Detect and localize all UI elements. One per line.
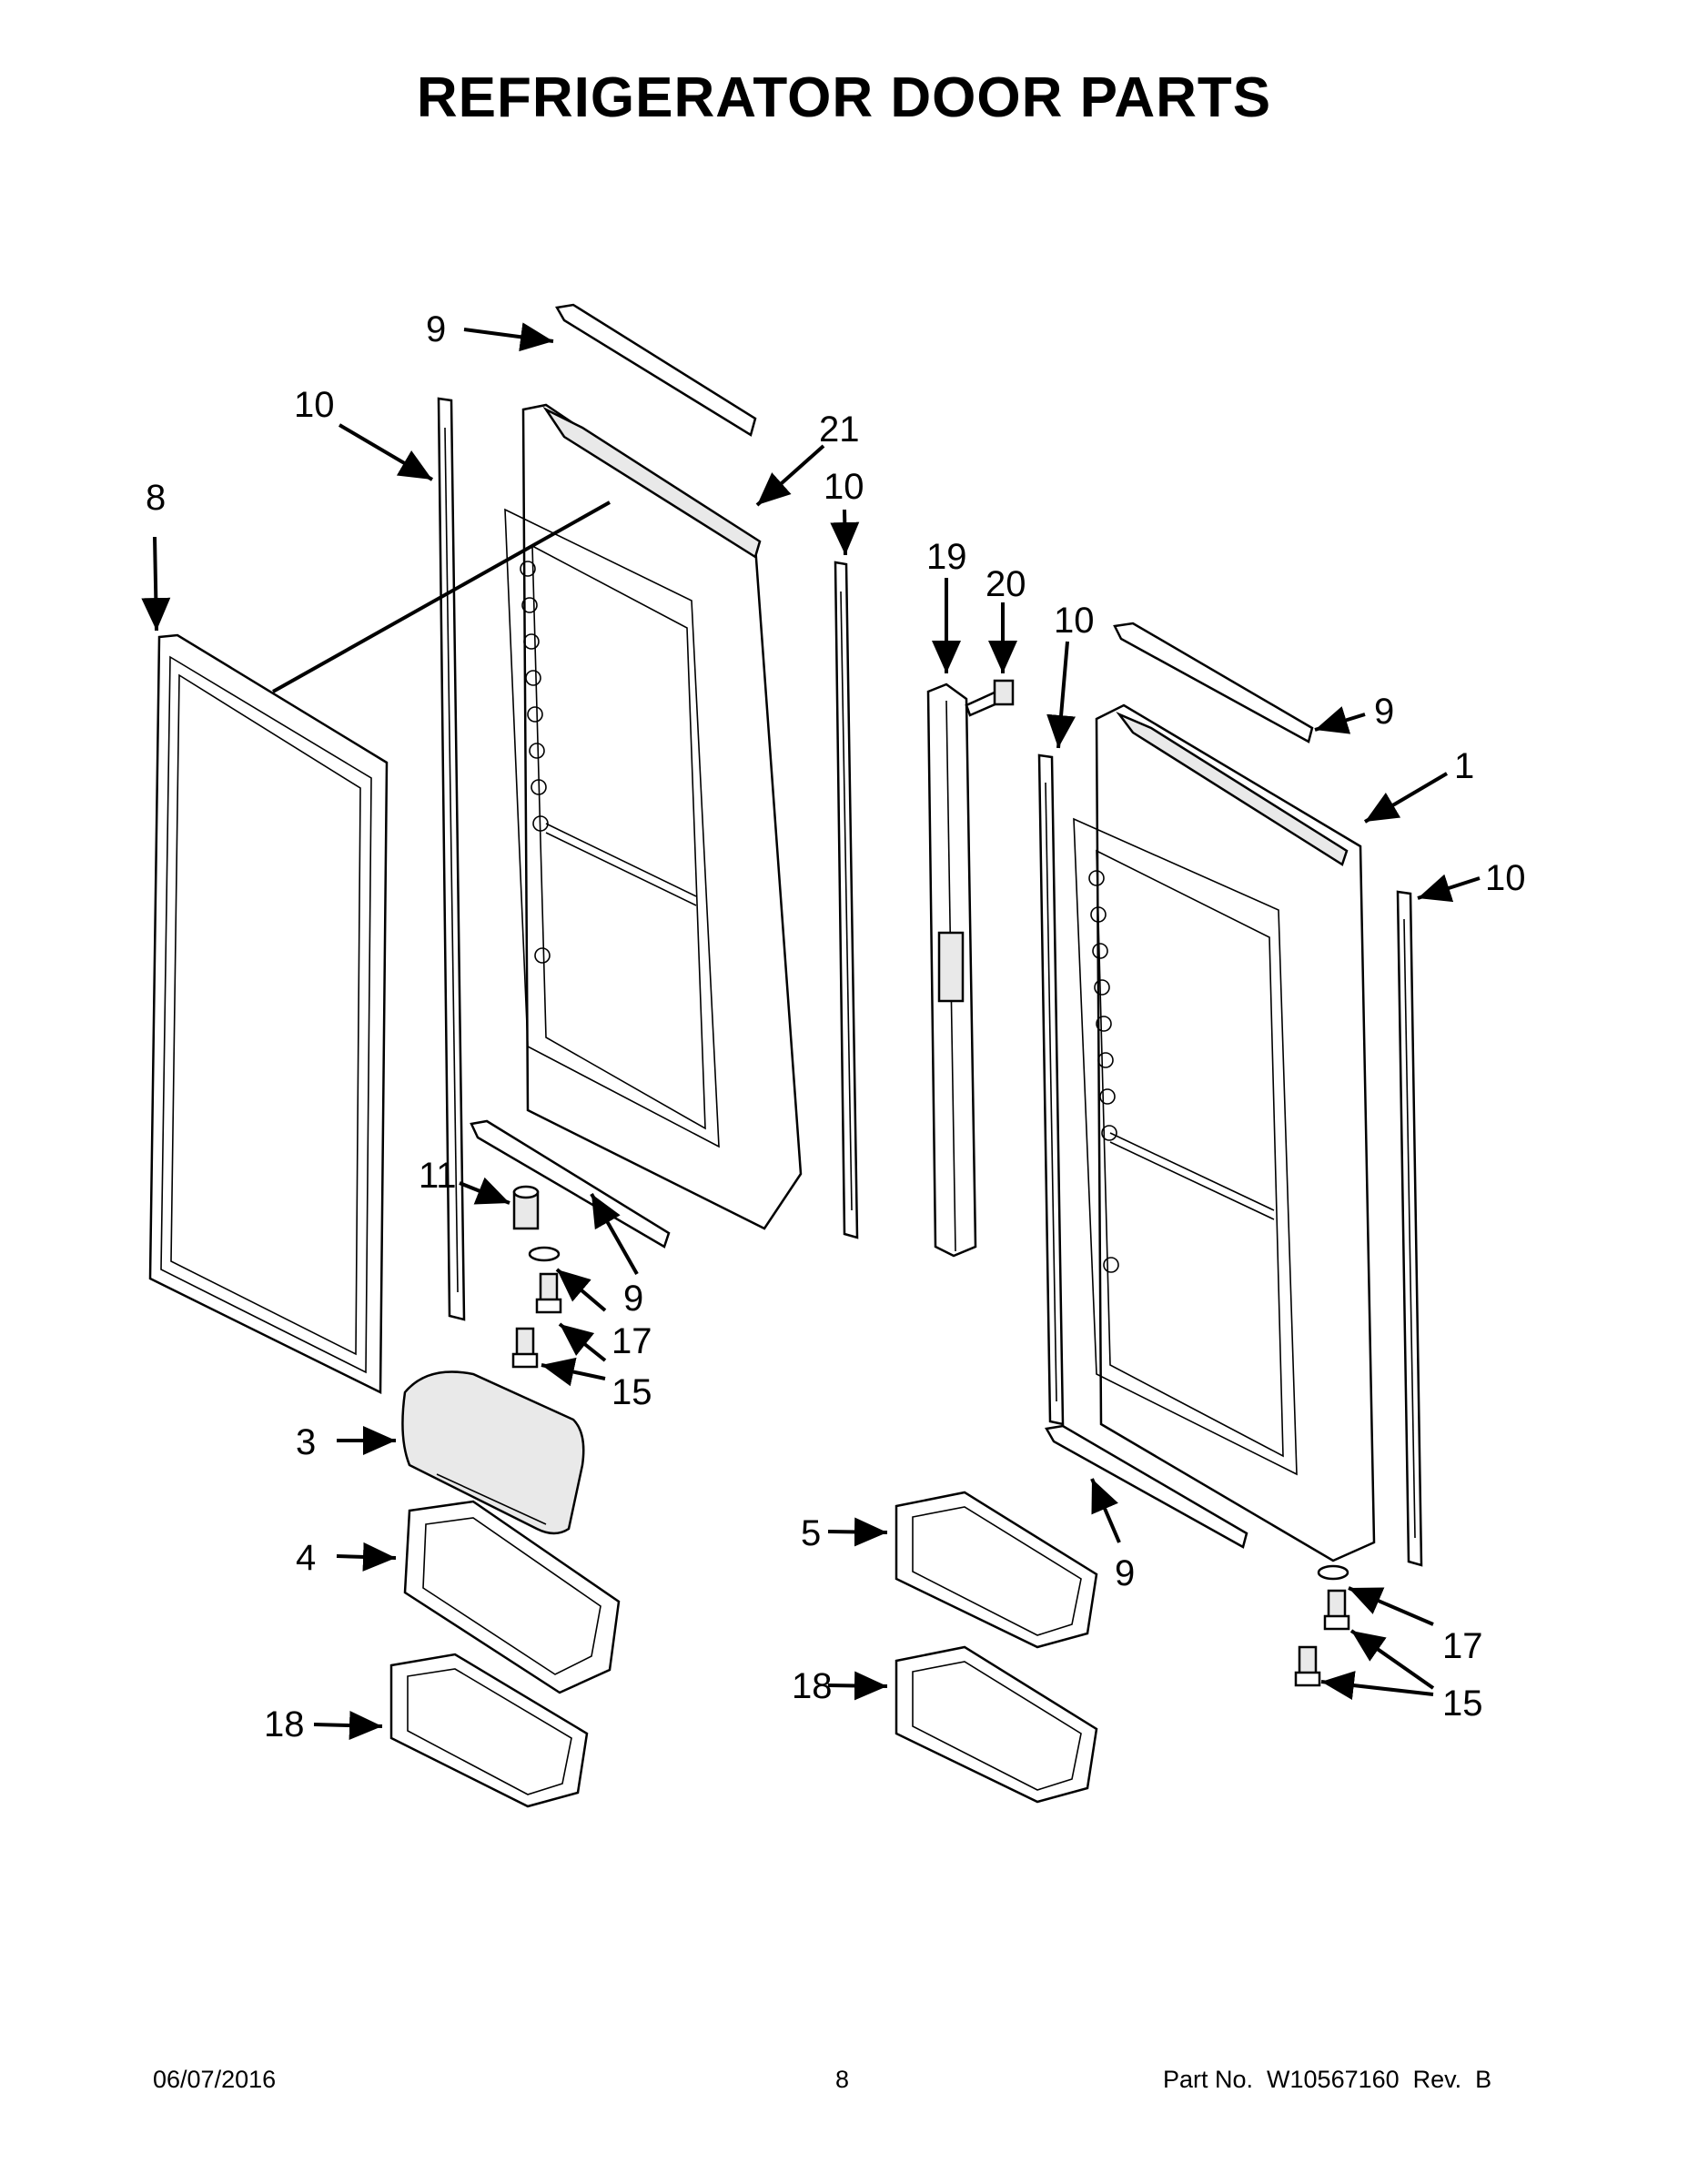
hinge-washer-part-17-left bbox=[528, 1246, 561, 1262]
callout-15-right: 15 bbox=[1442, 1684, 1483, 1724]
hinge-washer-part-17-right bbox=[1317, 1564, 1349, 1581]
hinge-pin-part-11 bbox=[512, 1185, 540, 1230]
footer-page-number: 8 bbox=[835, 2066, 850, 2093]
callout-3: 3 bbox=[296, 1422, 316, 1462]
footer-date: 06/07/2016 bbox=[153, 2066, 277, 2093]
door-trim-strip-part-10-right-a bbox=[1037, 753, 1065, 1426]
callout-21: 21 bbox=[819, 410, 860, 450]
screw-part-15-left-b bbox=[511, 1327, 539, 1369]
callout-5: 5 bbox=[801, 1513, 821, 1553]
callout-8: 8 bbox=[146, 478, 166, 518]
screw-part-15-right-a bbox=[1323, 1589, 1350, 1631]
door-bin-part-18-left bbox=[389, 1653, 589, 1808]
callout-17-right: 17 bbox=[1442, 1626, 1483, 1666]
callout-labels: 9 10 8 21 10 19 20 10 9 1 10 11 9 17 15 … bbox=[146, 309, 1526, 1744]
callout-9-top-left: 9 bbox=[426, 309, 446, 349]
callout-10-left: 10 bbox=[294, 385, 335, 425]
callout-1: 1 bbox=[1454, 746, 1474, 786]
leader-lines bbox=[141, 322, 1481, 1741]
callout-4: 4 bbox=[296, 1538, 316, 1578]
bracket-part-9-bottom-right bbox=[1045, 1424, 1248, 1549]
bracket-part-9-top-left bbox=[555, 303, 757, 437]
left-door-liner-part-21 bbox=[504, 403, 803, 1230]
callout-9-bottom-left: 9 bbox=[623, 1279, 643, 1319]
door-trim-strip-part-10-center bbox=[834, 561, 859, 1239]
door-trim-strip-part-10-left bbox=[437, 397, 466, 1321]
callout-10-center: 10 bbox=[824, 467, 864, 507]
screw-part-15-right-b bbox=[1294, 1645, 1321, 1687]
screw-part-20 bbox=[965, 679, 1015, 717]
callout-20: 20 bbox=[986, 564, 1026, 604]
mullion-part-19 bbox=[926, 682, 977, 1258]
callout-17-left: 17 bbox=[612, 1321, 652, 1361]
right-door-liner-part-1 bbox=[1073, 703, 1376, 1562]
footer-part-number: Part No. W10567160 Rev. B bbox=[1163, 2066, 1492, 2093]
callout-18-left: 18 bbox=[264, 1704, 305, 1744]
callout-10-right-b: 10 bbox=[1485, 858, 1526, 898]
door-trim-strip-part-10-right-b bbox=[1396, 890, 1423, 1567]
callout-15-left: 15 bbox=[612, 1372, 652, 1412]
callout-9-top-right: 9 bbox=[1374, 692, 1394, 732]
screw-part-15-left-a bbox=[535, 1272, 562, 1314]
page-title: REFRIGERATOR DOOR PARTS bbox=[416, 66, 1272, 129]
callout-10-right-a: 10 bbox=[1054, 601, 1095, 641]
callout-11: 11 bbox=[419, 1156, 457, 1196]
door-gasket-part-8 bbox=[148, 633, 389, 1395]
callout-9-bottom-right: 9 bbox=[1115, 1553, 1135, 1593]
bin-cover-part-3 bbox=[401, 1370, 585, 1535]
door-bin-part-5 bbox=[895, 1491, 1098, 1649]
callout-18-right: 18 bbox=[792, 1666, 833, 1706]
door-bin-part-4 bbox=[403, 1500, 621, 1694]
callout-19: 19 bbox=[926, 537, 967, 577]
bracket-part-9-top-right bbox=[1113, 622, 1314, 743]
door-bin-part-18-right bbox=[895, 1645, 1098, 1804]
